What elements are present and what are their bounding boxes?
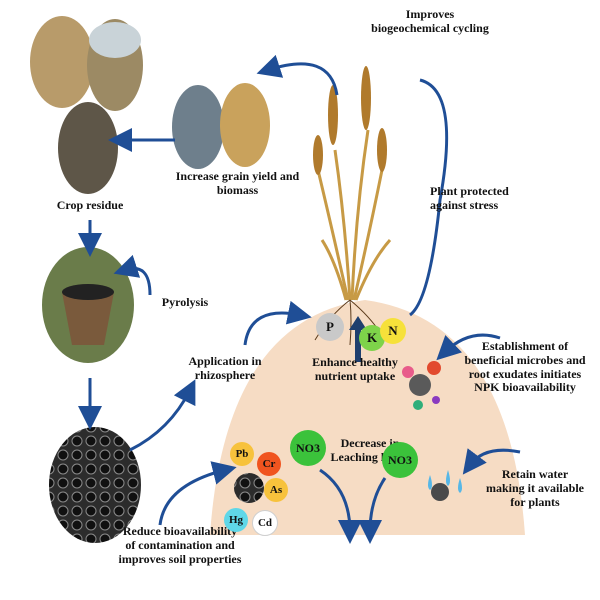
label-reduce: Reduce bioavailability of contamination … — [118, 524, 242, 566]
arrow-to-grain-yield — [256, 54, 339, 96]
nitrate-right: NO3 — [382, 442, 418, 478]
arrow-leaching-right — [358, 477, 387, 544]
microbes-icon — [402, 361, 441, 410]
arrow-to-rhizosphere — [243, 300, 312, 346]
metal-pb: Pb — [230, 442, 254, 466]
label-retain: Retain water making it available for pla… — [485, 467, 584, 509]
label-increase-yield: Increase grain yield and biomass — [175, 169, 300, 197]
arrow-leaching-left — [319, 468, 362, 544]
arrow-from-establishment — [436, 333, 501, 361]
metal-hg: Hg — [224, 508, 248, 532]
crop-residue-photo-1 — [30, 16, 94, 108]
metal-as: As — [264, 478, 288, 502]
nitrate-left: NO3 — [290, 430, 326, 466]
grain-yield-photo-1 — [172, 85, 224, 169]
label-improves: Improves biogeochemical cycling — [371, 7, 489, 35]
biochar-micrograph — [49, 427, 141, 543]
biochar-sorbent — [234, 473, 264, 503]
wheat-plant — [316, 129, 392, 301]
label-pyrolysis: Pyrolysis — [161, 295, 209, 309]
arrow-pyrolysis-label — [113, 254, 152, 296]
metal-cr: Cr — [257, 452, 281, 476]
grain-yield-photo-2 — [220, 83, 270, 167]
label-application: Application in rhizosphere — [188, 354, 262, 382]
arrow-from-retain — [462, 448, 521, 475]
label-plant-protected: Plant protected against stress — [430, 184, 509, 212]
label-crop-residue: Crop residue — [56, 198, 124, 212]
nutrient-p: P — [316, 313, 344, 341]
label-establishment: Establishment of beneficial microbes and… — [464, 339, 586, 395]
metal-cd: Cd — [252, 510, 278, 536]
arrow-to-application — [129, 379, 196, 452]
water-droplets-icon — [428, 470, 462, 501]
label-enhance: Enhance healthy nutrient uptake — [312, 355, 398, 383]
arrow-from-reduce — [158, 461, 237, 526]
crop-residue-photo-3 — [58, 102, 118, 194]
nutrient-n: N — [380, 318, 406, 344]
brace-plant-protected — [409, 78, 449, 317]
